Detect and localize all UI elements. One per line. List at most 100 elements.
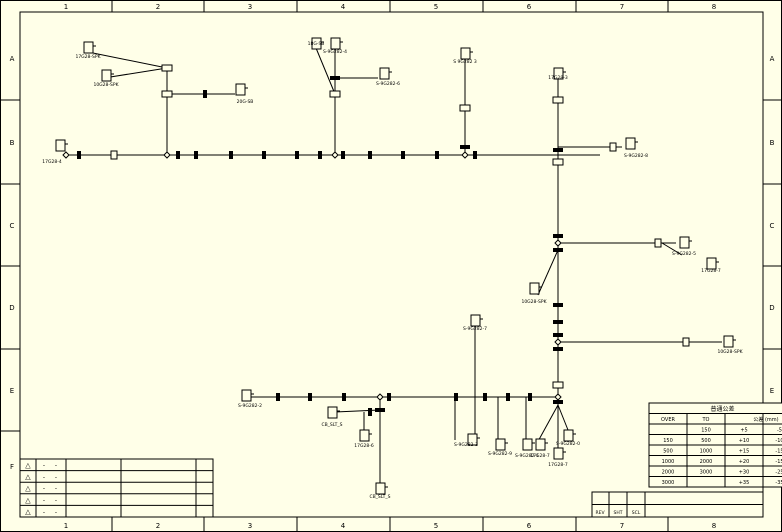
- col-label-top: 4: [341, 3, 346, 11]
- connector-symbol: [467, 433, 478, 446]
- junction-node: [461, 151, 469, 159]
- connector-symbol: [235, 83, 246, 96]
- connector-symbol: [241, 389, 252, 402]
- connector-label: 10G28-SPK: [717, 349, 743, 355]
- splice-mark: [553, 303, 563, 307]
- connector-symbol: [522, 438, 533, 451]
- connector-group: 17G28-SPK10G28-SPK20G-SB18G-SBS-9G282-4S…: [42, 37, 744, 500]
- revision-frame: [19, 458, 214, 518]
- revision-cell: -: [43, 497, 45, 504]
- col-label-top: 7: [620, 3, 624, 11]
- connector-symbol: [55, 139, 66, 152]
- revision-cell: -: [55, 474, 57, 481]
- splice-mark: [460, 145, 470, 149]
- connector-symbol: [101, 69, 112, 82]
- table-cell: +15: [739, 449, 750, 455]
- sleeve-mark: [682, 337, 690, 347]
- connector-label: S-9G282-7: [463, 326, 487, 332]
- splice-mark: [276, 393, 280, 401]
- splice-mark: [295, 151, 299, 159]
- row-label-right: D: [769, 304, 774, 312]
- connector-label: 17G28-6: [354, 443, 374, 449]
- connector-symbol: [379, 67, 390, 80]
- connector-symbol: [723, 335, 734, 348]
- col-label-bottom: 5: [434, 522, 438, 530]
- junction-node: [163, 151, 171, 159]
- connector-label: S 9G282 3: [453, 59, 477, 65]
- connector-symbol: [359, 429, 370, 442]
- sleeve-mark: [552, 96, 564, 104]
- revision-cell: -: [43, 509, 45, 516]
- splice-mark: [77, 151, 81, 159]
- connector-symbol: [330, 37, 341, 50]
- connector-label: 17G28-7: [701, 268, 721, 274]
- col-label-top: 3: [248, 3, 252, 11]
- connector-symbol: [460, 47, 471, 60]
- table-header: TO: [702, 417, 710, 423]
- splice-mark: [483, 393, 487, 401]
- col-label-bottom: 7: [620, 522, 624, 530]
- splice-mark: [318, 151, 322, 159]
- connector-symbol: [679, 236, 690, 249]
- table-cell: -15: [775, 459, 782, 465]
- connector-symbol: [553, 447, 564, 460]
- table-cell: +5: [740, 428, 747, 434]
- table-cell: 1000: [662, 459, 675, 465]
- connector-label: CB_SLT_S: [369, 494, 390, 500]
- table-cell: 150: [663, 438, 673, 444]
- connector-label: S-9G282-5: [672, 251, 696, 257]
- connector-symbol: [553, 67, 564, 80]
- col-label-bottom: 6: [527, 522, 532, 530]
- sleeve-mark: [609, 142, 617, 152]
- table-cell: -25: [775, 470, 782, 476]
- inner-frame: [19, 11, 764, 518]
- revision-symbol: △: [25, 496, 31, 504]
- junction-node: [554, 338, 562, 346]
- col-label-bottom: 3: [248, 522, 252, 530]
- connector-label: 18G-SB: [308, 41, 325, 47]
- splice-mark: [387, 393, 391, 401]
- title-block-cell: SCL: [632, 510, 641, 516]
- wire-cb1: [334, 409, 381, 413]
- revision-cell: -: [43, 486, 45, 493]
- splice-mark: [473, 151, 477, 159]
- row-label-right: E: [770, 387, 774, 395]
- table-cell: +20: [739, 459, 750, 465]
- title-block-cell: SHT: [614, 510, 623, 516]
- connector-symbol: [529, 282, 540, 295]
- table-cell: 3000: [700, 470, 713, 476]
- table-cell: +10: [739, 438, 750, 444]
- col-label-top: 6: [527, 3, 532, 11]
- wire-a2: [103, 67, 168, 79]
- wire-b1: [315, 47, 336, 95]
- connector-label: S-9G282-0: [556, 441, 580, 447]
- table-cell: 1000: [700, 449, 713, 455]
- splice-mark: [341, 151, 345, 159]
- splice-mark: [528, 393, 532, 401]
- splice-mark: [553, 400, 563, 404]
- connector-label: 17G28-SPK: [75, 54, 101, 60]
- connector-label: 10G28-SPK: [93, 82, 119, 88]
- sleeve-mark: [329, 90, 341, 98]
- table-cell: -5: [777, 428, 782, 434]
- sleeve-mark: [110, 150, 118, 160]
- connector-symbol: [495, 438, 506, 451]
- splice-mark: [553, 234, 563, 238]
- table-cell: -15: [775, 449, 782, 455]
- table-cell: 2000: [662, 470, 675, 476]
- table-cell: 150: [701, 428, 711, 434]
- splice-mark: [229, 151, 233, 159]
- splice-mark: [553, 248, 563, 252]
- table-cell: -10: [775, 438, 782, 444]
- col-label-top: 1: [64, 3, 68, 11]
- table-cell: 500: [701, 438, 711, 444]
- col-label-bottom: 8: [712, 522, 716, 530]
- revision-cell: -: [55, 463, 57, 470]
- table-cell: 3000: [662, 480, 675, 486]
- col-label-bottom: 4: [341, 522, 346, 530]
- wire-a1: [87, 51, 168, 69]
- revision-block: △--△--△--△--△--: [19, 458, 214, 518]
